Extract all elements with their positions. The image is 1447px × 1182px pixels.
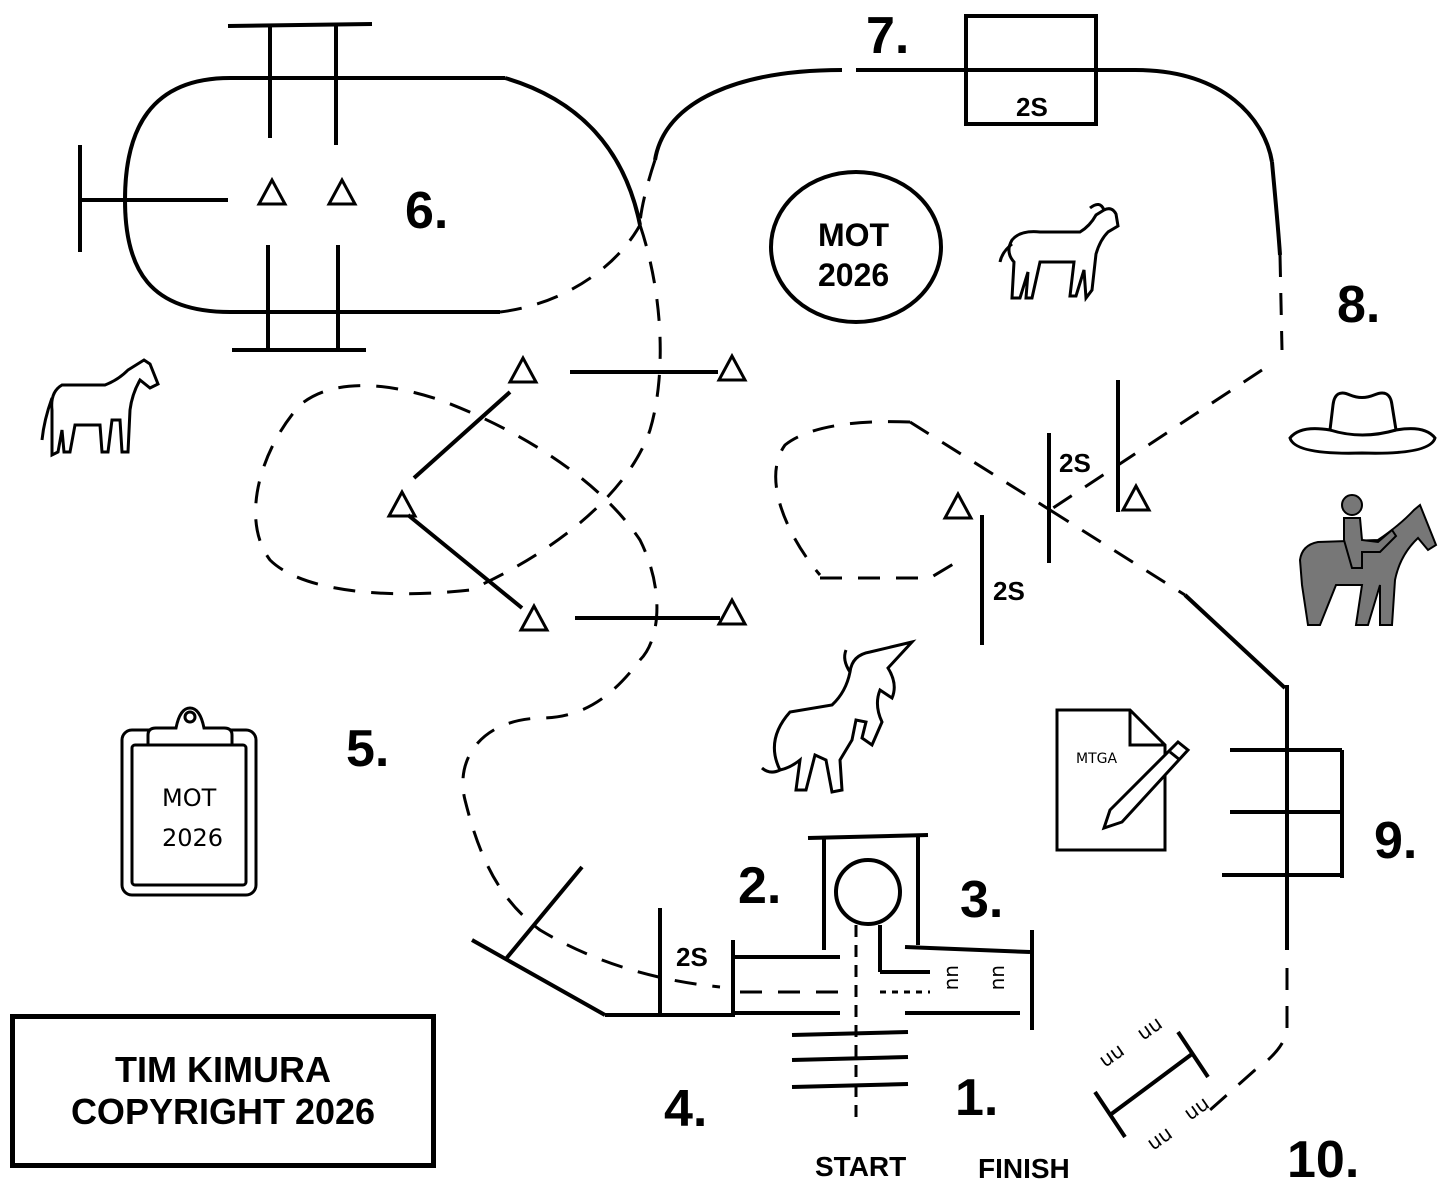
step-mark: uu [1094, 1038, 1129, 1072]
obstacle-number-2: 2. [738, 857, 781, 915]
cone-marker [716, 596, 748, 626]
obstacle-number-1: 1. [955, 1069, 998, 1127]
step-mark: uu [1142, 1121, 1177, 1155]
start-finish-area: 2S uu uu [471, 833, 1034, 1125]
two-step-label: 2S [1016, 92, 1048, 122]
obstacle-number-3: 3. [960, 871, 1003, 929]
step-mark: uu [988, 965, 1012, 990]
obstacle-number-10: 10. [1287, 1131, 1359, 1182]
clipboard-line-1: MOT [162, 784, 217, 812]
obstacle-number-5: 5. [346, 720, 389, 778]
finish-label: FINISH [978, 1153, 1070, 1182]
cone-marker [256, 176, 288, 206]
obstacle-number-6: 6. [405, 182, 448, 240]
clipboard-line-2: 2026 [162, 824, 223, 852]
step-mark: uu [942, 965, 966, 990]
copyright-line-2: COPYRIGHT 2026 [70, 1091, 376, 1132]
unicorn-icon [761, 639, 917, 794]
cone-marker [507, 354, 539, 384]
mot-badge: MOT 2026 [769, 170, 943, 324]
cone-marker [1120, 482, 1152, 512]
cone-marker [716, 352, 748, 382]
obstacle-5-serpentine [254, 224, 748, 989]
goat-icon [998, 203, 1120, 303]
cone-marker [518, 602, 550, 632]
obstacle-9-ladder [1209, 685, 1344, 1112]
rider-icon [1298, 494, 1438, 626]
obstacle-6-loop [78, 22, 642, 352]
obstacle-7-box: 2S [638, 14, 1274, 226]
document-pencil-icon: MTGA [1055, 708, 1191, 852]
copyright-box: TIM KIMURA COPYRIGHT 2026 [10, 1014, 436, 1168]
step-mark: uu [1132, 1011, 1167, 1045]
obstacle-number-7: 7. [866, 7, 909, 65]
start-label: START [815, 1151, 906, 1182]
badge-line-2: 2026 [818, 257, 889, 293]
obstacle-10-sidepass: uu uu uu uu [1093, 1011, 1214, 1155]
obstacle-number-8: 8. [1337, 276, 1380, 334]
copyright-line-1: TIM KIMURA [115, 1049, 331, 1090]
cone-marker [942, 490, 974, 520]
cone-marker [386, 488, 418, 518]
step-mark: uu [1179, 1091, 1214, 1125]
badge-line-1: MOT [818, 217, 890, 253]
obstacle-8-path [1049, 161, 1284, 512]
cowboy-hat-icon [1288, 391, 1437, 455]
horse-icon [40, 358, 160, 458]
obstacle-number-9: 9. [1374, 812, 1417, 870]
cone-marker [326, 176, 358, 206]
clipboard-icon: MOT 2026 [120, 706, 258, 897]
two-step-label: 2S [676, 942, 708, 972]
two-step-label: 2S [993, 576, 1025, 606]
two-step-label: 2S [1059, 448, 1091, 478]
center-loop-gates: 2S 2S [774, 380, 1287, 690]
obstacle-number-4: 4. [664, 1080, 707, 1138]
document-label: MTGA [1076, 751, 1117, 767]
